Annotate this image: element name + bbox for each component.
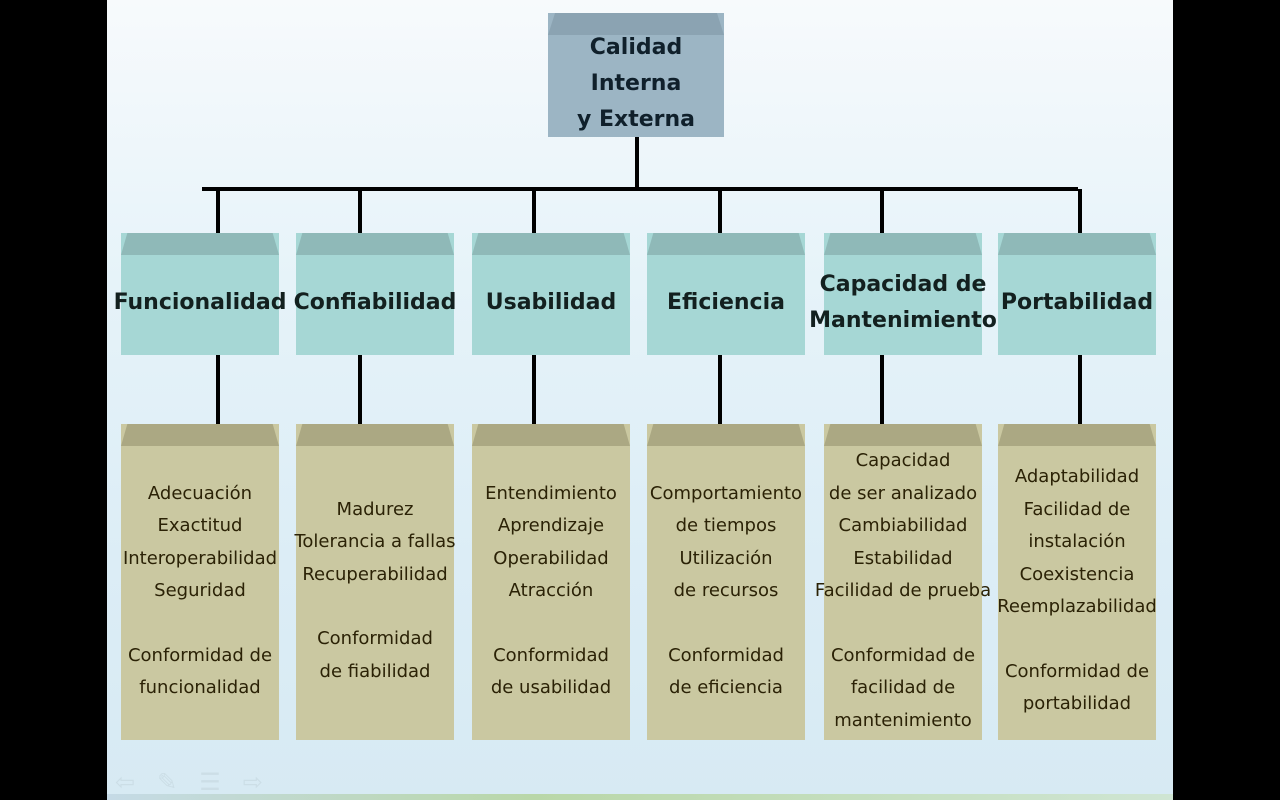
list-spacer [997, 624, 1157, 656]
category-eficiencia: Eficiencia [647, 233, 805, 355]
category-bevel [121, 233, 279, 255]
list-spacer [294, 591, 455, 623]
subcharacteristic-item: Coexistencia [1019, 563, 1135, 585]
menu-icon[interactable]: ☰ [199, 768, 221, 796]
subcharacteristic-item: de tiempos [675, 515, 777, 536]
list-spacer [650, 608, 802, 640]
subcharacteristic-item: Entendimiento [485, 482, 617, 504]
subcharacteristic-item: Estabilidad [853, 547, 953, 569]
subcharacteristic-item: Adecuación [147, 482, 253, 504]
category-portabilidad: Portabilidad [998, 233, 1156, 355]
slide-nav: ⇦ ✎ ☰ ⇨ [115, 768, 263, 796]
category-capacidad-de-mantenimiento: Capacidad de Mantenimiento [809, 233, 997, 355]
category-bevel [824, 233, 982, 255]
subcharacteristic-item: Comportamiento [649, 482, 803, 504]
subcharacteristic-item: Facilidad de [1023, 498, 1131, 520]
category-bevel [998, 233, 1156, 255]
category-bevel [472, 233, 630, 255]
subcharacteristic-item: Capacidad [855, 450, 951, 471]
subcharacteristics-bevel [824, 424, 982, 446]
conformity-item: funcionalidad [139, 677, 261, 698]
category-label: Funcionalidad [113, 290, 287, 315]
pen-icon[interactable]: ✎ [157, 768, 178, 796]
conformity-item: portabilidad [1022, 693, 1132, 715]
subcharacteristic-item: de recursos [673, 580, 779, 601]
conformity-item: de usabilidad [490, 677, 612, 698]
subcharacteristics-bevel [121, 424, 279, 446]
subcharacteristic-item: Madurez [336, 498, 414, 520]
category-label: Portabilidad [1000, 290, 1154, 315]
back-arrow-icon[interactable]: ⇦ [115, 768, 136, 796]
category-bevel [647, 233, 805, 255]
subcharacteristic-item: Seguridad [154, 580, 246, 601]
category-label: Capacidad de Mantenimiento [809, 272, 997, 333]
subcharacteristic-item: Tolerancia a fallas [294, 531, 456, 553]
conformity-item: Conformidad [668, 644, 784, 666]
list-spacer [485, 608, 617, 640]
conformity-item: mantenimiento [834, 709, 972, 731]
subcharacteristic-item: Aprendizaje [497, 515, 605, 536]
category-usabilidad: Usabilidad [472, 233, 630, 355]
subcharacteristic-item: Operabilidad [493, 547, 609, 569]
root-node-label: Calidad Interna y Externa [576, 35, 695, 132]
subcharacteristics-bevel [647, 424, 805, 446]
subcharacteristic-item: Atracción [508, 580, 594, 601]
subcharacteristic-item: Exactitud [157, 515, 243, 536]
subcharacteristic-item: instalación [1028, 531, 1126, 553]
subcharacteristic-item: Cambiabilidad [838, 515, 968, 536]
conformity-item: Conformidad de [1004, 660, 1150, 682]
subcharacteristics-bevel [998, 424, 1156, 446]
list-spacer [815, 608, 991, 640]
category-label: Eficiencia [667, 290, 785, 315]
conformity-item: Conformidad [317, 628, 433, 650]
subcharacteristics-bevel [296, 424, 454, 446]
subcharacteristic-item: Adaptabilidad [1014, 466, 1140, 488]
bottom-bar [107, 794, 1173, 800]
subcharacteristic-item: Interoperabilidad [122, 547, 278, 569]
conformity-item: Conformidad de [830, 644, 976, 666]
subcharacteristics-bevel [472, 424, 630, 446]
subcharacteristic-item: de ser analizado [828, 482, 978, 504]
subcharacteristic-item: Facilidad de prueba [814, 580, 992, 601]
category-label: Usabilidad [485, 290, 617, 315]
connector-lines [202, 137, 1082, 434]
category-funcionalidad: Funcionalidad [114, 233, 286, 355]
subcharacteristic-item: Reemplazabilidad [997, 596, 1157, 618]
conformity-item: de eficiencia [669, 677, 783, 698]
list-spacer [123, 608, 277, 640]
conformity-item: de fiabilidad [319, 660, 431, 682]
forward-arrow-icon[interactable]: ⇨ [242, 768, 263, 796]
category-label: Confiabilidad [293, 290, 457, 315]
conformity-item: facilidad de [850, 677, 956, 698]
subcharacteristic-item: Utilización [679, 547, 773, 569]
root-node-bevel [548, 13, 724, 35]
category-bevel [296, 233, 454, 255]
conformity-item: Conformidad de [127, 644, 273, 666]
category-confiabilidad: Confiabilidad [293, 233, 457, 355]
conformity-item: Conformidad [493, 644, 609, 666]
root-node: Calidad Interna y Externa [548, 13, 724, 137]
subcharacteristic-item: Recuperabilidad [302, 563, 448, 585]
